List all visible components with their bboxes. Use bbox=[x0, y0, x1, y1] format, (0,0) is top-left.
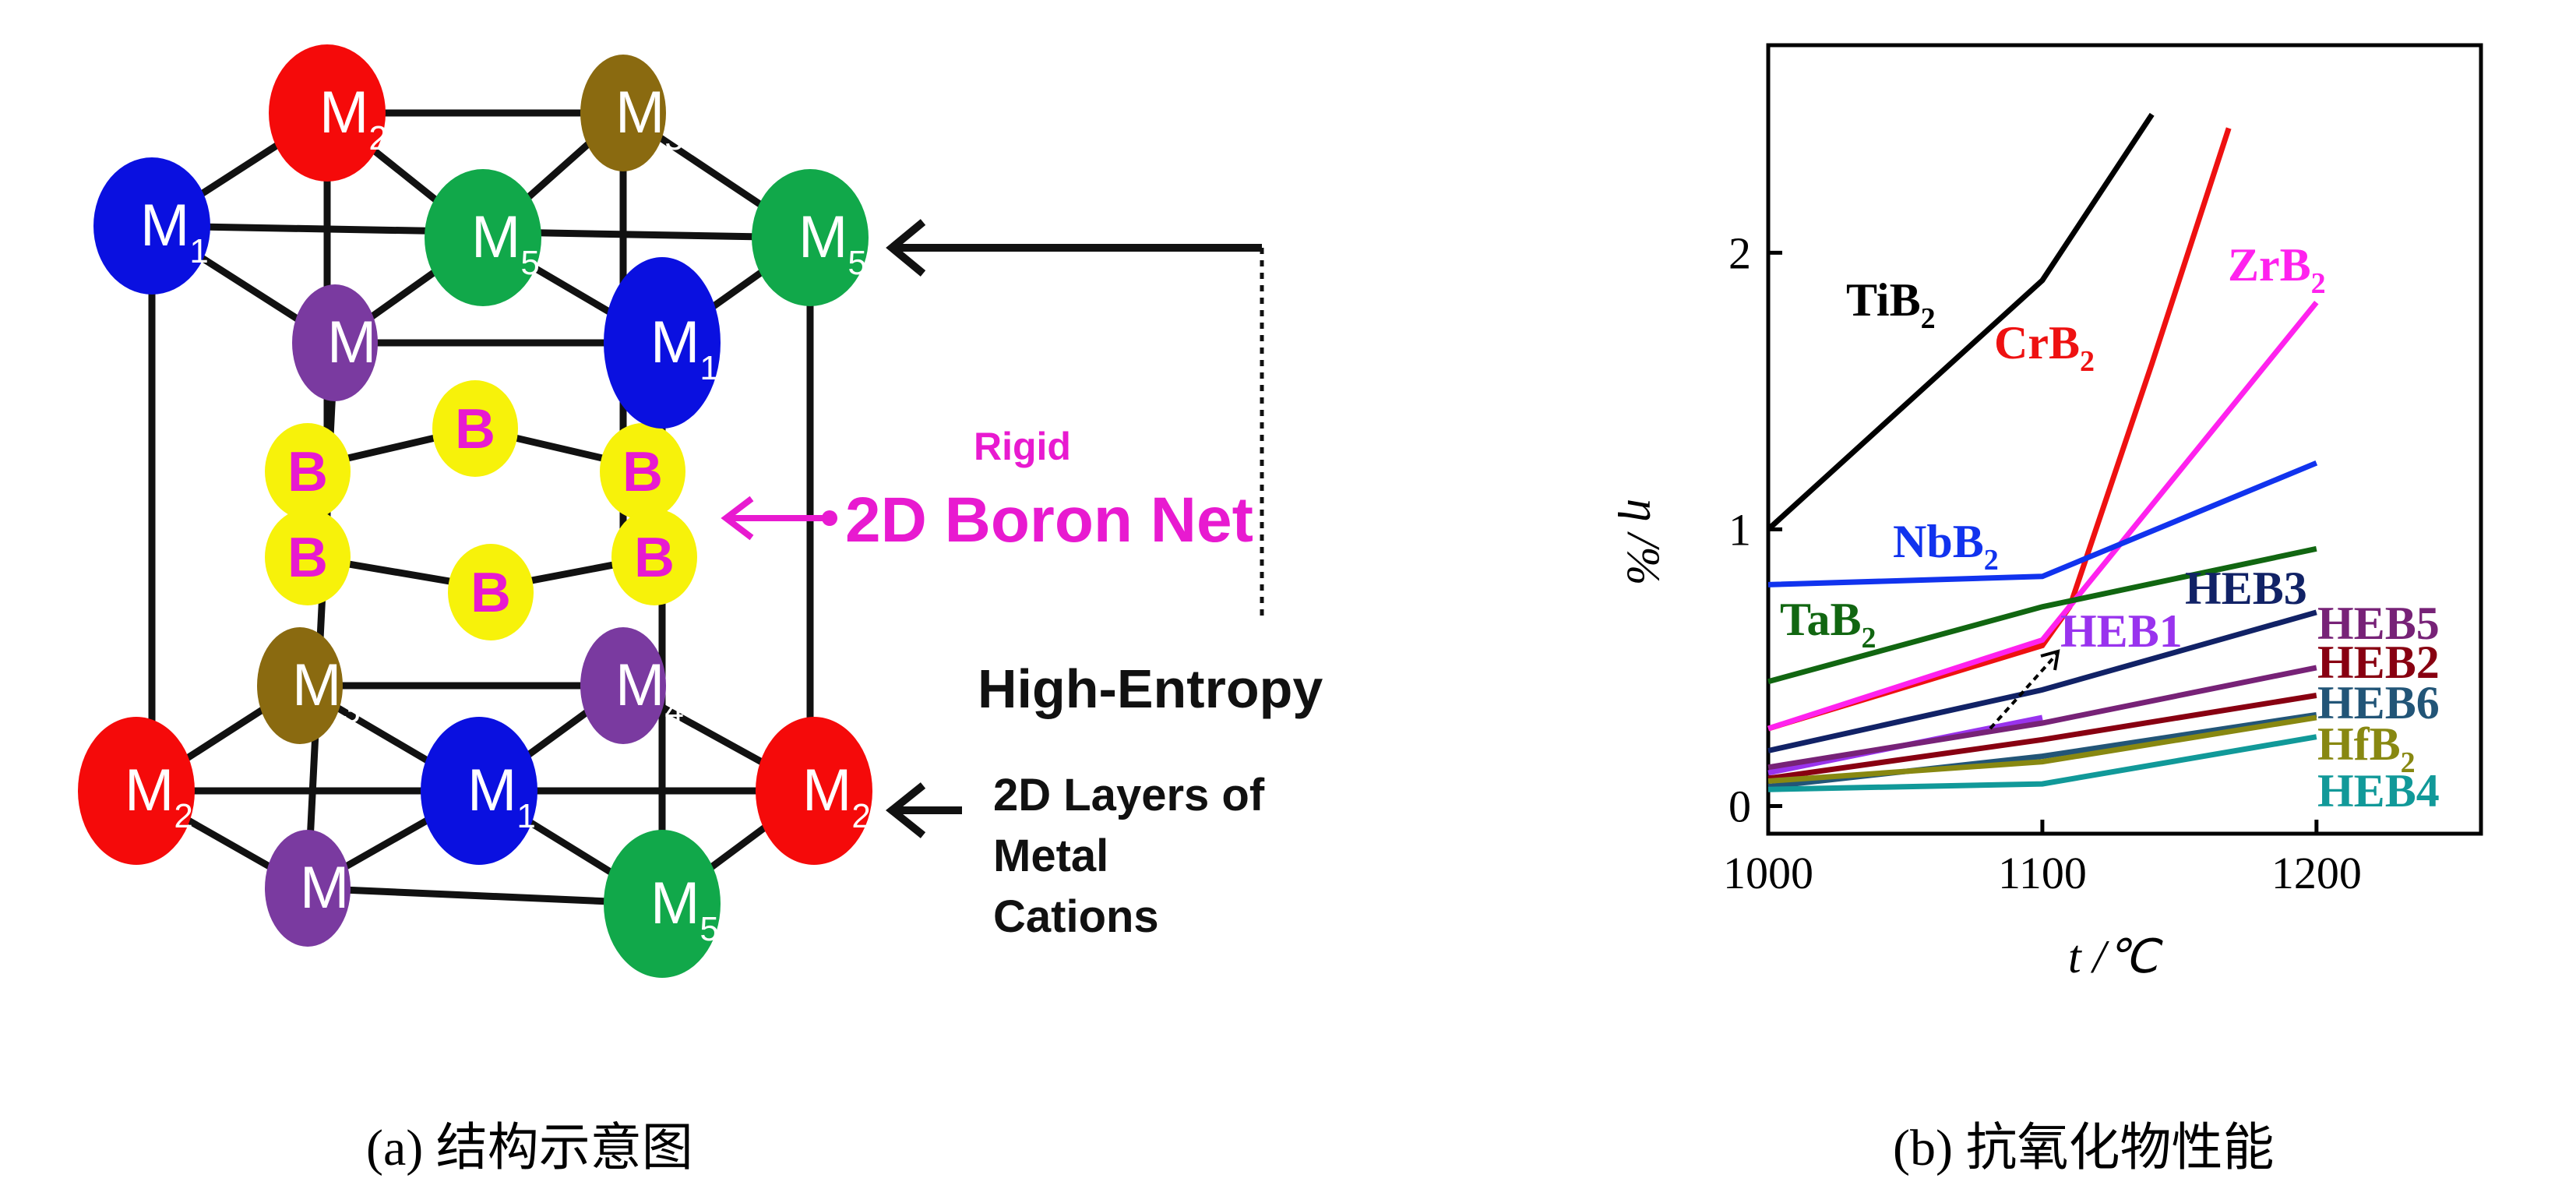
svg-text:M4: M4 bbox=[327, 309, 396, 387]
x-tick-label: 1200 bbox=[2271, 848, 2362, 898]
series-label-crb2: CrB2 bbox=[1994, 317, 2095, 378]
series-line-tab2 bbox=[1767, 545, 2317, 685]
series-line-heb5 bbox=[1767, 665, 2317, 771]
boron-net-label: 2D Boron Net bbox=[845, 485, 1253, 556]
series-line-nbb2 bbox=[1767, 460, 2318, 587]
series-line-heb2 bbox=[1767, 693, 2317, 781]
series-label-zrb2: ZrB2 bbox=[2228, 239, 2326, 300]
series-line-heb4 bbox=[1767, 734, 2317, 792]
svg-text:M5: M5 bbox=[471, 204, 540, 282]
metal-atom-m3-bottom: M3 bbox=[257, 627, 361, 744]
svg-text:M2: M2 bbox=[125, 757, 193, 835]
caption-b: (b) 抗氧化物性能 bbox=[1893, 1120, 2274, 1177]
crystal-structure-diagram: B B B B B B M2 M3 M1 M5 M5 M4 M1 M3 M4 M… bbox=[78, 44, 1323, 1177]
boron-atom: B bbox=[600, 423, 685, 520]
series-line-heb3 bbox=[1767, 609, 2317, 753]
high-entropy-label: High-Entropy bbox=[978, 658, 1323, 719]
y-tick-label: 0 bbox=[1728, 781, 1751, 831]
metal-atom-m5-top-center: M5 bbox=[425, 169, 541, 306]
svg-text:M1: M1 bbox=[140, 192, 209, 270]
y-axis-label: η /% bbox=[1618, 499, 1669, 585]
boron-atoms: B B B B B B bbox=[265, 380, 697, 640]
layers-label-line3: Cations bbox=[993, 891, 1159, 942]
boron-atom: B bbox=[265, 423, 351, 520]
series-label-hfb2: HfB2 bbox=[2317, 718, 2416, 779]
svg-text:M2: M2 bbox=[802, 757, 871, 835]
svg-text:M4: M4 bbox=[300, 855, 368, 933]
svg-text:M2: M2 bbox=[319, 79, 388, 157]
series-label-heb6: HEB6 bbox=[2317, 677, 2440, 729]
svg-text:M1: M1 bbox=[650, 309, 719, 387]
heb1-pointer-arrow bbox=[1989, 649, 2060, 730]
svg-text:B: B bbox=[622, 441, 663, 503]
svg-text:B: B bbox=[455, 398, 495, 460]
x-axis-label: t /℃ bbox=[2068, 931, 2163, 983]
metal-atom-m1-bottom: M1 bbox=[421, 717, 537, 865]
boron-atom: B bbox=[265, 509, 351, 605]
y-tick-label: 2 bbox=[1728, 228, 1751, 278]
arrow-top-layer bbox=[886, 219, 1264, 616]
boron-atom: B bbox=[448, 544, 534, 640]
series-line-zrb2 bbox=[1767, 300, 2319, 732]
y-tick-label: 1 bbox=[1728, 504, 1751, 555]
metal-atom-m2-bottom-right: M2 bbox=[756, 717, 872, 865]
svg-text:B: B bbox=[287, 441, 328, 503]
metal-atom-m4-bottom-right: M4 bbox=[580, 627, 684, 744]
svg-text:M5: M5 bbox=[798, 204, 867, 282]
metal-atom-m1-top-right: M1 bbox=[604, 257, 721, 429]
svg-text:B: B bbox=[287, 527, 328, 589]
svg-text:B: B bbox=[470, 562, 511, 624]
metal-atom-m1-top: M1 bbox=[93, 157, 210, 295]
series-label-heb2: HEB2 bbox=[2317, 637, 2440, 688]
svg-text:M3: M3 bbox=[292, 652, 361, 730]
svg-text:M4: M4 bbox=[615, 652, 684, 730]
svg-text:M3: M3 bbox=[615, 79, 684, 157]
series-label-heb4: HEB4 bbox=[2317, 765, 2440, 817]
metal-atom-m5-top-right: M5 bbox=[752, 169, 869, 306]
series-label-tib2: TiB2 bbox=[1846, 274, 1936, 335]
arrow-bottom-layer bbox=[885, 782, 962, 838]
metal-atom-m5-bottom: M5 bbox=[604, 830, 721, 978]
metal-atom-m2-top: M2 bbox=[269, 44, 388, 182]
series-label-heb1: HEB1 bbox=[2060, 605, 2183, 657]
axis-ticks: 1000 1100 1200 0 1 2 bbox=[1723, 228, 2362, 898]
plot-frame bbox=[1766, 43, 2483, 836]
svg-text:M5: M5 bbox=[650, 870, 719, 948]
series-line-tib2 bbox=[1766, 112, 2155, 531]
series-label-heb5: HEB5 bbox=[2317, 598, 2440, 649]
metal-atom-m4-bottom-left: M4 bbox=[265, 830, 368, 947]
arrow-boron-net bbox=[721, 496, 837, 541]
series-line-hfb2 bbox=[1767, 714, 2317, 784]
svg-text:B: B bbox=[634, 527, 675, 589]
boron-atom: B bbox=[432, 380, 518, 477]
svg-text:M1: M1 bbox=[467, 757, 536, 835]
metal-atom-m2-bottom-left: M2 bbox=[78, 717, 195, 865]
series-lines bbox=[1766, 112, 2319, 792]
layers-label-line2: Metal bbox=[993, 831, 1108, 881]
rigid-label: Rigid bbox=[974, 425, 1071, 468]
caption-a: (a) 结构示意图 bbox=[366, 1120, 693, 1177]
metal-atom-m4-top: M4 bbox=[292, 284, 396, 401]
x-tick-label: 1100 bbox=[1998, 848, 2087, 898]
boron-atom: B bbox=[611, 509, 697, 605]
series-label-heb3: HEB3 bbox=[2185, 563, 2307, 614]
metal-atom-m3-top: M3 bbox=[580, 55, 684, 171]
layers-label-line1: 2D Layers of bbox=[993, 770, 1265, 820]
series-label-tab2: TaB2 bbox=[1780, 594, 1876, 654]
x-tick-label: 1000 bbox=[1723, 848, 1813, 898]
series-label-nbb2: NbB2 bbox=[1893, 516, 1999, 577]
